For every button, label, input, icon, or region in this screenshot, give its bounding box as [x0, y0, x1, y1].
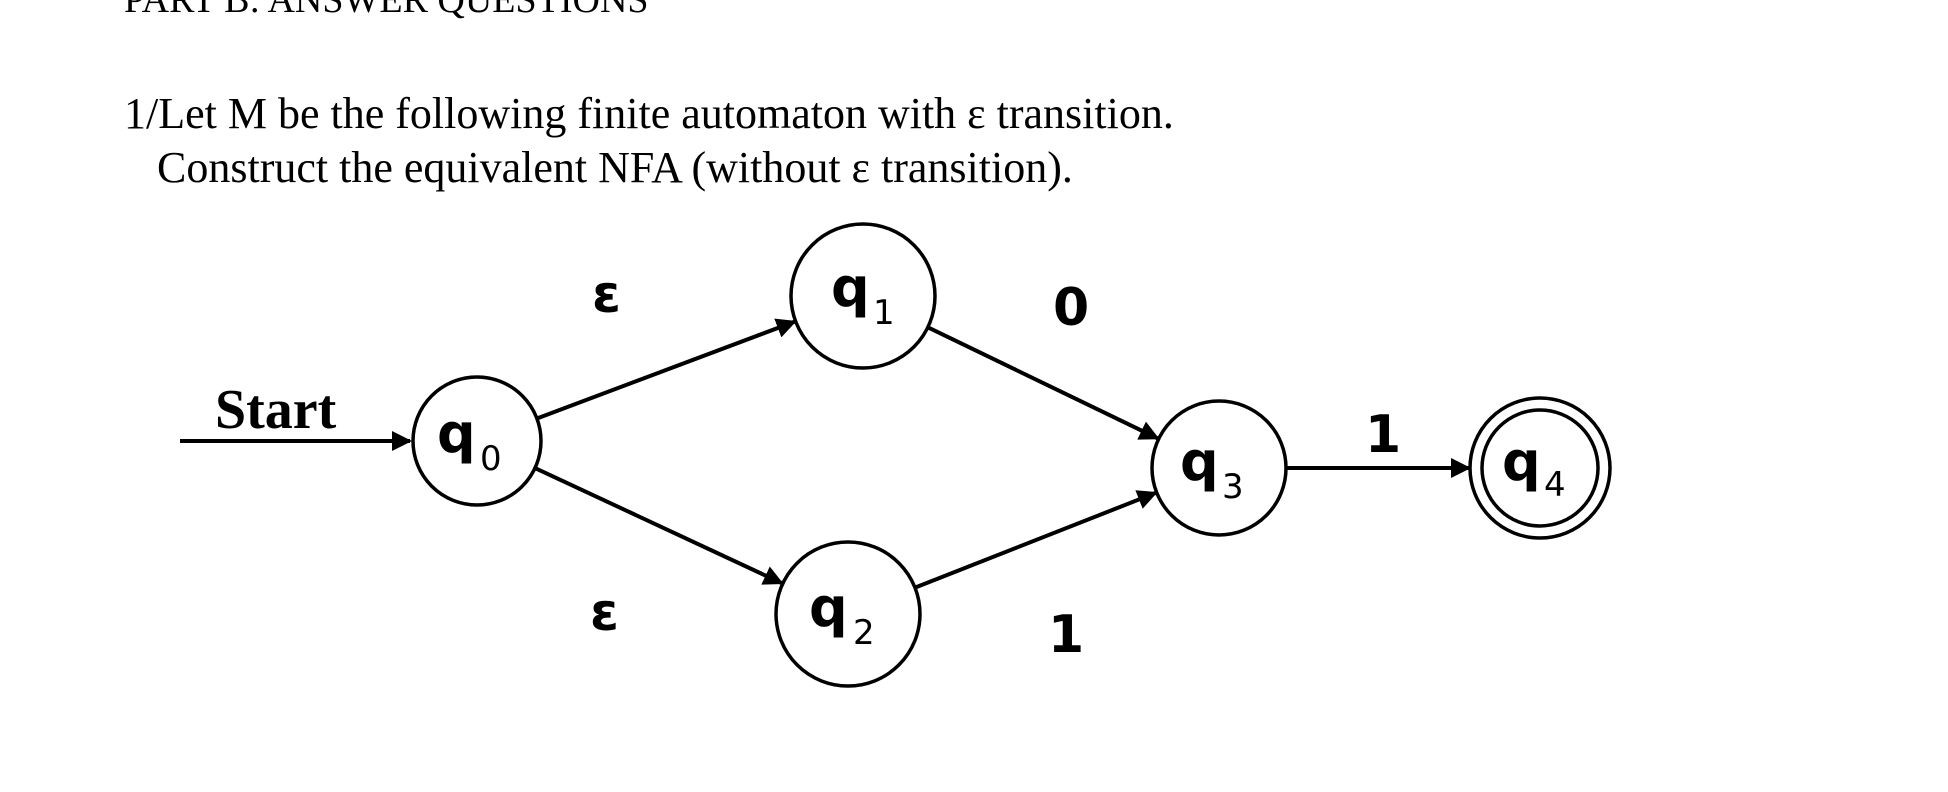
- state-q4-subscript: 4: [1544, 465, 1566, 505]
- transition-q1-q3-arrow: [926, 325, 1160, 441]
- transition-q0-q2-arrow: [534, 466, 784, 585]
- state-q4-label: q: [1502, 430, 1541, 493]
- transition-q2-q3-arrow: [914, 490, 1158, 590]
- state-q1-circle: [789, 222, 937, 370]
- state-q1: q 1: [789, 222, 937, 370]
- question-line-1: 1/Let M be the following finite automato…: [124, 89, 1174, 138]
- transition-q0-q2-label: ε: [590, 583, 619, 643]
- state-q4: q 4: [1468, 396, 1612, 540]
- state-q0-circle: [411, 375, 543, 507]
- state-q0: q 0: [411, 375, 543, 507]
- transition-q1-q3-label: 0: [1053, 278, 1089, 338]
- state-q0-subscript: 0: [480, 439, 502, 479]
- state-q3-subscript: 3: [1222, 467, 1244, 507]
- state-q3-circle: [1150, 399, 1288, 537]
- state-q2-subscript: 2: [853, 613, 875, 653]
- state-q4-inner-circle: [1480, 408, 1600, 528]
- state-q2: q 2: [774, 540, 922, 688]
- section-heading: PART B: ANSWER QUESTIONS: [124, 0, 649, 21]
- state-q0-label: q: [437, 402, 476, 465]
- state-q1-label: q: [831, 256, 870, 319]
- transition-q0-q1-arrow: [536, 318, 797, 421]
- state-q2-circle: [774, 540, 922, 688]
- transition-q3-q4-label: 1: [1365, 405, 1401, 465]
- state-q3: q 3: [1150, 399, 1288, 537]
- question-line-2: Construct the equivalent NFA (without ε …: [157, 143, 1073, 192]
- state-q2-label: q: [809, 576, 848, 639]
- state-q3-label: q: [1180, 430, 1219, 493]
- start-label: Start: [215, 379, 337, 441]
- transition-q2-q3-label: 1: [1048, 605, 1084, 665]
- transition-q0-q1-label: ε: [592, 265, 621, 325]
- state-q1-subscript: 1: [873, 293, 895, 333]
